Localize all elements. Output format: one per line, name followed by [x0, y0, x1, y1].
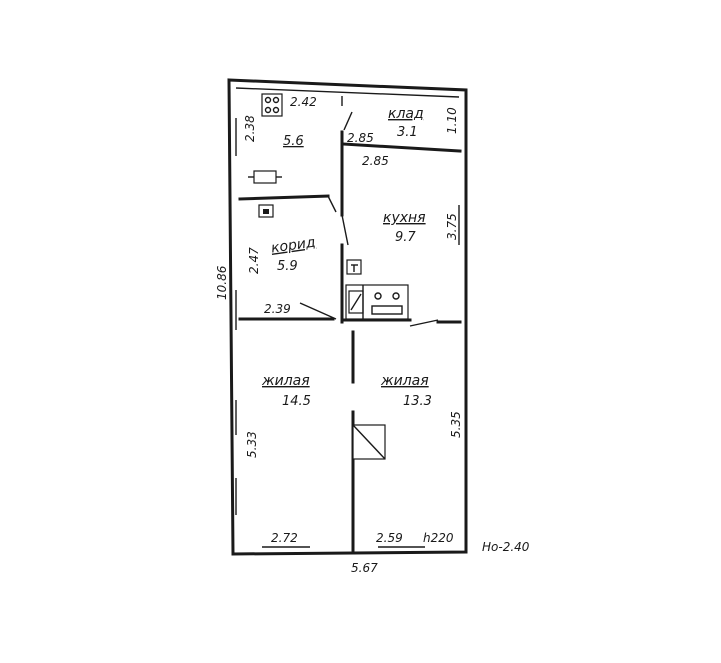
- heater-stove-icon: [352, 424, 386, 460]
- dim-kitchen-right: 3.75: [445, 213, 459, 240]
- sink-bath-icon: [258, 204, 274, 218]
- dim-corridor-side: 2.47: [247, 247, 261, 274]
- living-right-area: 13.3: [403, 394, 432, 409]
- annotation-height: Нo-2.40: [482, 540, 530, 554]
- door-living-left: [299, 302, 337, 320]
- dim-bath-top: 2.42: [290, 95, 317, 109]
- dim-left-height: 5.33: [245, 431, 259, 458]
- dim-bottom-right: 2.59: [376, 531, 403, 545]
- dim-corridor-bottom: 2.39: [264, 302, 291, 316]
- meter-icon: [346, 259, 362, 275]
- storage-area: 3.1: [397, 125, 418, 140]
- door-kitchen: [341, 214, 349, 246]
- outer-walls: [227, 78, 468, 556]
- door-living-right: [409, 319, 439, 327]
- living-left-area: 14.5: [282, 394, 311, 409]
- kitchen-area: 9.7: [395, 230, 416, 245]
- kitchen-counter-icon: [345, 284, 409, 320]
- dim-storage-bottom: 2.85: [347, 131, 374, 145]
- storage-wall: [341, 142, 462, 153]
- dim-right-height: 5.35: [449, 411, 463, 438]
- stove-bath-icon: [261, 93, 283, 117]
- dim-bottom-left: 2.72: [271, 531, 298, 545]
- dim-bath-side: 2.38: [243, 115, 257, 142]
- bath-partition: [238, 194, 330, 201]
- dim-ceiling: h220: [423, 531, 454, 545]
- room-labels: 5.6 клад 3.1 кухня 9.7 корид 5.9 жилая 1…: [261, 106, 432, 409]
- windows: [235, 118, 460, 548]
- bath-area: 5.6: [283, 134, 304, 149]
- corridor-name: корид: [270, 235, 316, 257]
- dim-kitchen-top: 2.85: [362, 154, 389, 168]
- doors: [299, 96, 439, 327]
- corridor-area: 5.9: [277, 259, 298, 274]
- dimensions: 2.42 2.38 1.10 2.85 2.85 3.75 2.47 10.86…: [215, 95, 530, 575]
- living-right-name: жилая: [380, 373, 429, 389]
- dim-total-height: 10.86: [215, 265, 229, 300]
- water-heater-icon: [248, 170, 282, 184]
- living-left-name: жилая: [261, 373, 310, 389]
- door-storage: [343, 111, 353, 131]
- door-bath: [327, 195, 337, 213]
- kitchen-name: кухня: [383, 210, 426, 226]
- fixtures: [248, 93, 409, 460]
- interior-walls: [238, 130, 462, 552]
- storage-name: клад: [388, 106, 424, 122]
- outer-wall: [227, 78, 468, 556]
- dim-total-width: 5.67: [351, 561, 378, 575]
- dim-storage-right: 1.10: [445, 107, 459, 134]
